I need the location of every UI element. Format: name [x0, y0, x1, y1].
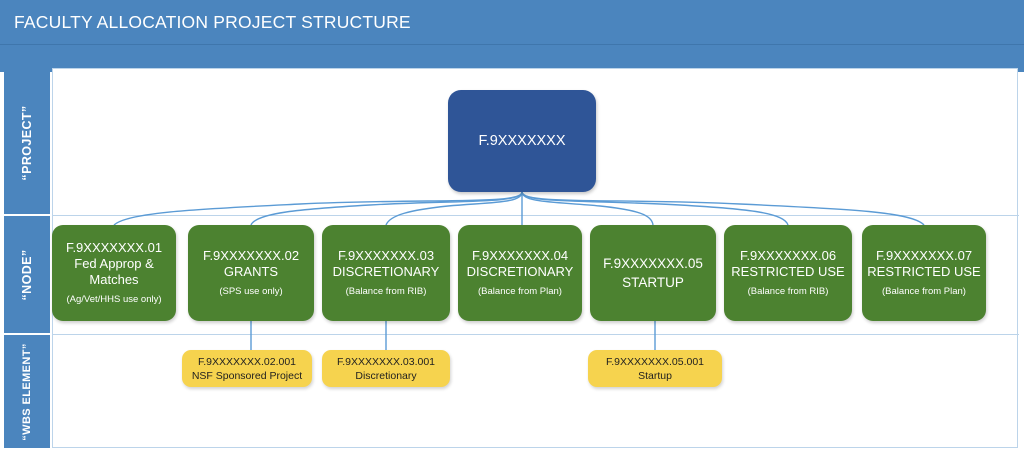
- node-box-06-code: F.9XXXXXXX.06: [739, 248, 837, 263]
- node-box-01[interactable]: F.9XXXXXXX.01 Fed Approp & Matches (Ag/V…: [52, 225, 176, 321]
- sidebar-band-wbs-element: “WBS ELEMENT”: [4, 335, 50, 448]
- node-box-01-code: F.9XXXXXXX.01: [65, 240, 163, 255]
- band-divider-node: [53, 215, 1019, 216]
- project-node-root-code: F.9XXXXXXX: [478, 133, 566, 149]
- band-divider-wbs: [53, 334, 1019, 335]
- wbs-box-05-001[interactable]: F.9XXXXXXX.05.001 Startup: [588, 350, 722, 387]
- node-box-05-name: STARTUP: [622, 275, 684, 290]
- node-box-05-code: F.9XXXXXXX.05: [603, 256, 703, 271]
- header-band: FACULTY ALLOCATION PROJECT STRUCTURE: [0, 0, 1024, 72]
- wbs-box-05-001-name: Startup: [638, 369, 672, 382]
- node-box-03-code: F.9XXXXXXX.03: [337, 248, 435, 263]
- node-box-06[interactable]: F.9XXXXXXX.06 RESTRICTED USE (Balance fr…: [724, 225, 852, 321]
- sidebar-band-wbs-element-label: “WBS ELEMENT”: [21, 342, 33, 441]
- wbs-box-05-001-code: F.9XXXXXXX.05.001: [605, 355, 705, 368]
- node-box-07-code: F.9XXXXXXX.07: [875, 248, 973, 263]
- wbs-box-03-001-code: F.9XXXXXXX.03.001: [336, 355, 436, 368]
- node-box-02-code: F.9XXXXXXX.02: [202, 248, 300, 263]
- node-box-02-note: (SPS use only): [219, 286, 283, 297]
- page-title: FACULTY ALLOCATION PROJECT STRUCTURE: [14, 12, 411, 32]
- node-box-04-name: DISCRETIONARY: [466, 264, 574, 279]
- node-box-04-code: F.9XXXXXXX.04: [471, 248, 569, 263]
- node-box-03-name: DISCRETIONARY: [332, 264, 440, 279]
- node-box-03-note: (Balance from RIB): [345, 286, 427, 297]
- sidebar-band-project-label: “PROJECT”: [20, 105, 34, 181]
- wbs-box-02-001-code: F.9XXXXXXX.02.001: [197, 355, 297, 368]
- wbs-box-02-001-name: NSF Sponsored Project: [191, 369, 303, 382]
- node-box-07[interactable]: F.9XXXXXXX.07 RESTRICTED USE (Balance fr…: [862, 225, 986, 321]
- node-box-07-name: RESTRICTED USE: [867, 264, 981, 279]
- node-box-01-note: (Ag/Vet/HHS use only): [66, 294, 162, 305]
- node-box-04-note: (Balance from Plan): [478, 286, 562, 297]
- wbs-box-02-001[interactable]: F.9XXXXXXX.02.001 NSF Sponsored Project: [182, 350, 312, 387]
- node-box-06-name: RESTRICTED USE: [731, 264, 845, 279]
- project-node-root[interactable]: F.9XXXXXXX: [448, 90, 596, 192]
- node-box-01-name: Fed Approp & Matches: [74, 256, 154, 287]
- sidebar-band-node-label: “NODE”: [20, 248, 34, 301]
- wbs-box-03-001-name: Discretionary: [355, 369, 417, 382]
- node-box-02-name: GRANTS: [223, 264, 279, 279]
- node-box-06-note: (Balance from RIB): [747, 286, 829, 297]
- sidebar-band-project: “PROJECT”: [4, 72, 50, 214]
- wbs-box-03-001[interactable]: F.9XXXXXXX.03.001 Discretionary: [322, 350, 450, 387]
- node-box-07-note: (Balance from Plan): [882, 286, 966, 297]
- node-box-05[interactable]: F.9XXXXXXX.05 STARTUP: [590, 225, 716, 321]
- node-box-03[interactable]: F.9XXXXXXX.03 DISCRETIONARY (Balance fro…: [322, 225, 450, 321]
- node-box-04[interactable]: F.9XXXXXXX.04 DISCRETIONARY (Balance fro…: [458, 225, 582, 321]
- sidebar-band-node: “NODE”: [4, 216, 50, 333]
- node-box-02[interactable]: F.9XXXXXXX.02 GRANTS (SPS use only): [188, 225, 314, 321]
